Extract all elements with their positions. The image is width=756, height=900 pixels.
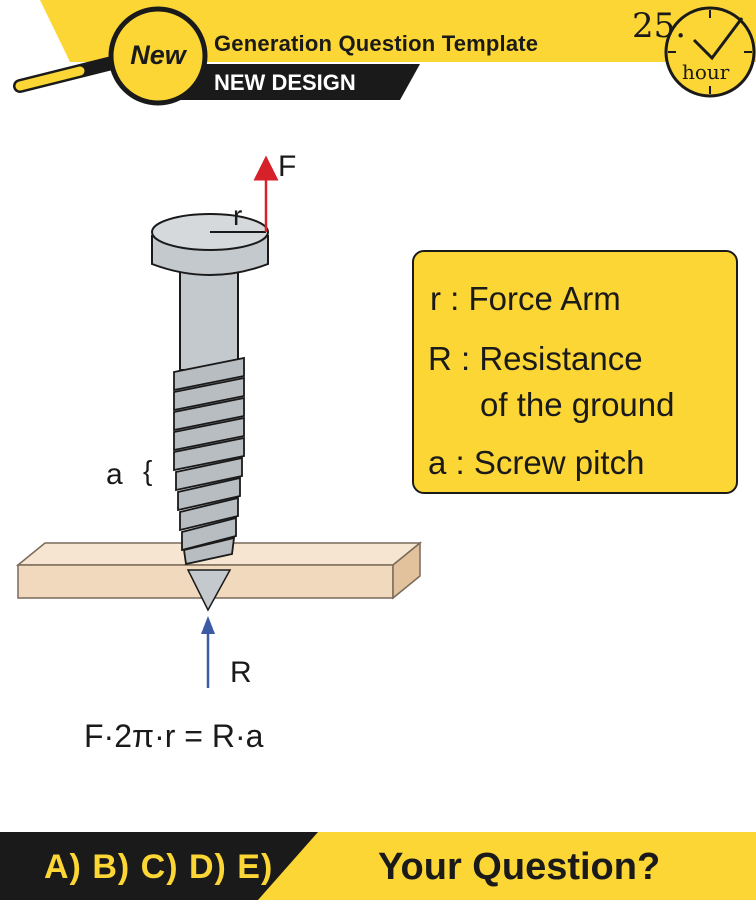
screw-head	[151, 213, 269, 276]
magnifier-handle	[13, 55, 123, 93]
legend-resistance-cont: of the ground	[480, 386, 675, 423]
resistance-arrow	[201, 616, 215, 688]
new-badge	[108, 6, 208, 106]
screw-diagram	[15, 155, 423, 688]
label-radius: r	[233, 200, 243, 231]
legend-resistance: R : Resistance	[428, 340, 643, 377]
screw-tip	[186, 569, 232, 612]
screw-shank	[179, 269, 239, 371]
template-title: Generation Question Template	[214, 31, 539, 56]
legend-screw-pitch: a : Screw pitch	[428, 444, 645, 481]
label-force: F	[278, 150, 297, 183]
question-prompt: Your Question?	[378, 846, 661, 888]
pitch-brace: {	[143, 455, 153, 486]
clock-icon	[664, 6, 756, 98]
clock-unit: hour	[682, 60, 730, 84]
screw-thread	[173, 356, 245, 566]
template-subtitle: NEW DESIGN	[214, 70, 356, 95]
clock-number: 25.	[632, 6, 687, 46]
label-resistance: R	[230, 656, 252, 689]
header-graphics	[13, 0, 756, 106]
legend-box: r : Force Arm R : Resistance of the grou…	[412, 250, 738, 494]
label-pitch: a	[106, 458, 123, 491]
footer-band	[0, 832, 756, 900]
answer-options: A) B) C) D) E)	[44, 848, 274, 886]
new-badge-label: New	[130, 40, 186, 70]
checkmark-icon	[692, 17, 744, 61]
legend-force-arm: r : Force Arm	[430, 280, 621, 317]
formula: F·2π·r = R·a	[84, 718, 264, 754]
